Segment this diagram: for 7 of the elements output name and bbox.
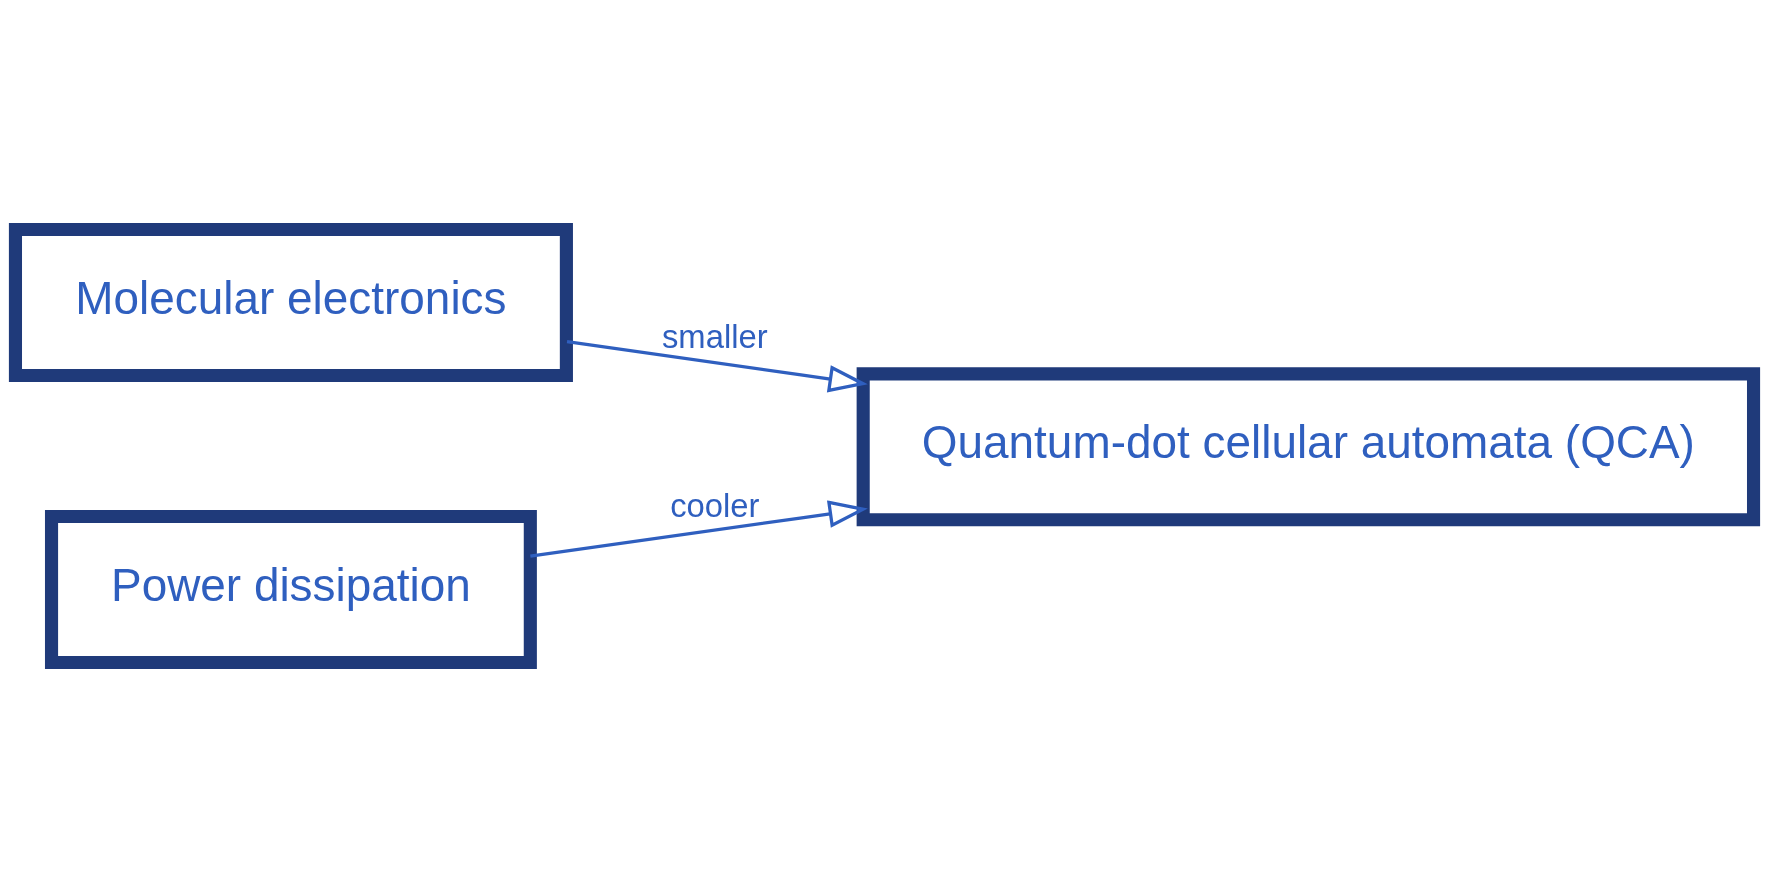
arrow	[530, 499, 868, 558]
node-box: Molecular electronics	[8, 222, 573, 382]
edge-label: smaller	[661, 317, 768, 355]
node-box: Power dissipation	[44, 509, 537, 669]
edge-label: cooler	[670, 486, 760, 524]
node-box: Quantum-dot cellular automata (QCA)	[856, 366, 1761, 526]
arrow	[566, 339, 868, 392]
